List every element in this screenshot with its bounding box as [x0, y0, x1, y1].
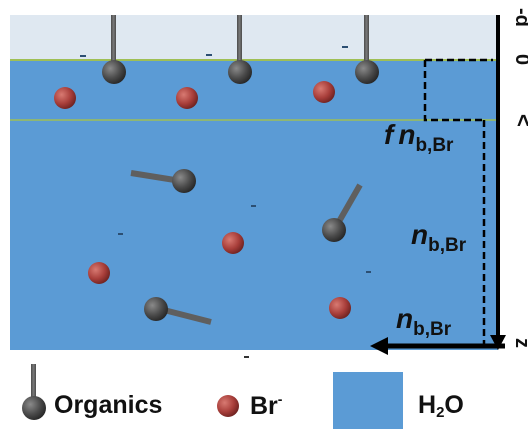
bottom-arrowhead: [370, 337, 388, 355]
specks: [80, 46, 371, 273]
air-region: [10, 15, 498, 60]
bulk-bromide: [222, 232, 244, 254]
legend-water-sub: 2: [436, 404, 445, 421]
surface-organic: [228, 15, 252, 84]
bulk-mid-label: nb,Br: [411, 219, 467, 256]
surface-bromide: [313, 81, 335, 103]
legend-organics-icon: [22, 364, 46, 420]
bulk-bromide: [329, 297, 351, 319]
legend-water-label: H2O: [418, 391, 464, 421]
bulk-bromide: [88, 262, 110, 284]
bulk-organic: [322, 183, 363, 242]
legend-water-swatch: [333, 372, 403, 429]
axis-label-lt: <: [511, 114, 528, 127]
axis-label-z: z: [511, 338, 528, 348]
surface-dashed-box: [423, 58, 493, 122]
bulk-organic: [130, 169, 196, 193]
surface-organic: [102, 15, 126, 84]
speck: [244, 356, 249, 358]
legend-bromide-label: Br-: [250, 391, 282, 421]
legend-bromide-icon: [217, 395, 239, 417]
legend-water-h: H: [418, 391, 437, 419]
axis-label-top: -d: [511, 8, 528, 27]
legend-water-o: O: [444, 391, 464, 419]
depth-axis-arrowhead: [490, 335, 506, 350]
bulk-organic: [144, 297, 212, 325]
legend-organics-label: Organics: [54, 391, 163, 419]
legend-bromide-text: Br: [250, 392, 278, 420]
legend-bromide-sup: -: [277, 391, 283, 407]
surface-bromide: [54, 87, 76, 109]
bulk-bottom-label: nb,Br: [396, 303, 452, 340]
axis-label-zero: 0: [511, 54, 528, 65]
surface-organic: [355, 15, 379, 84]
surface-bromide: [176, 87, 198, 109]
